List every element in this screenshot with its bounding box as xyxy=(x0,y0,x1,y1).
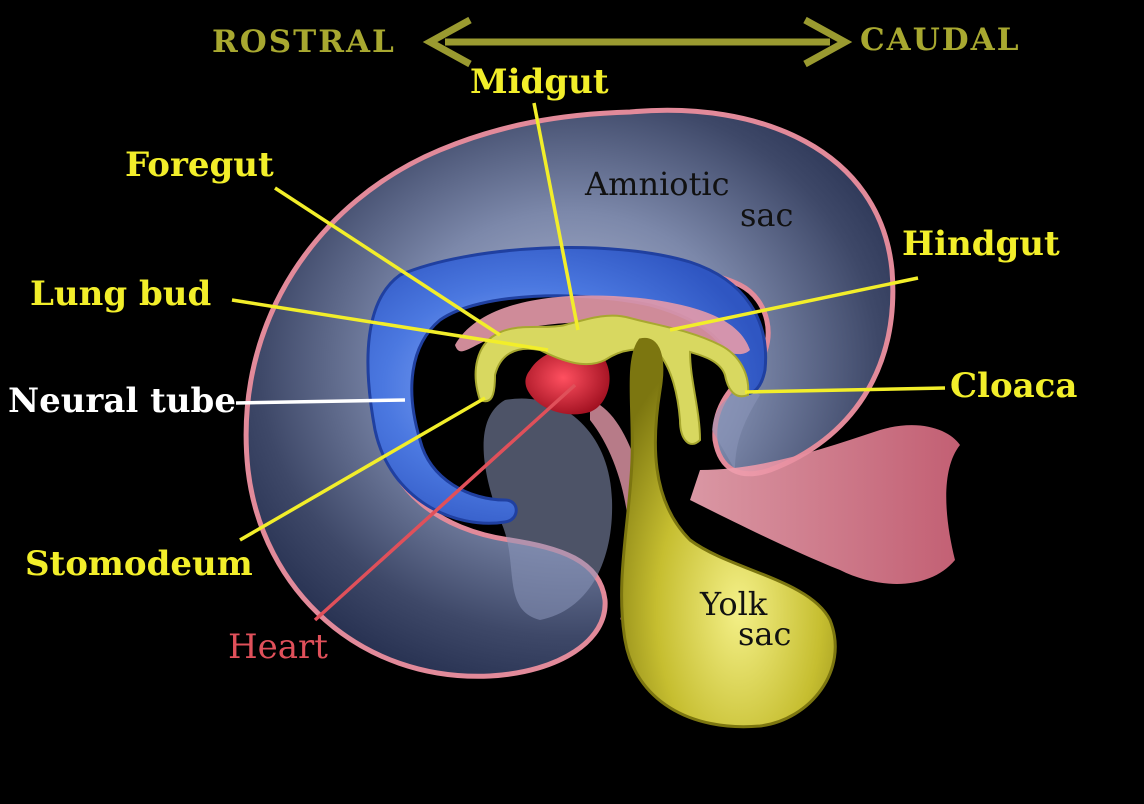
amniotic-sac-label-line1: Amniotic xyxy=(584,165,730,203)
hindgut-leader xyxy=(669,276,919,332)
stomodeum-leader xyxy=(239,396,486,542)
orientation-arrow xyxy=(422,16,853,68)
rostral-label: ROSTRAL xyxy=(212,24,396,60)
foregut-label: Foregut xyxy=(125,145,274,185)
heart-label: Heart xyxy=(228,627,328,667)
midgut-label: Midgut xyxy=(470,62,609,102)
yolk-sac-label-line1: Yolk xyxy=(699,585,768,623)
neural-tube-label: Neural tube xyxy=(8,381,236,421)
amniotic-sac-label-line2: sac xyxy=(740,196,793,234)
heart-leader xyxy=(313,383,577,622)
foregut-leader xyxy=(274,186,501,337)
midgut-leader xyxy=(532,102,580,331)
yolk-sac-label-line2: sac xyxy=(738,615,791,653)
stomodeum-label: Stomodeum xyxy=(25,544,253,584)
yolk-sac xyxy=(620,337,837,729)
hindgut-label: Hindgut xyxy=(902,224,1060,264)
caudal-label: CAUDAL xyxy=(860,22,1021,58)
connecting-stalk xyxy=(690,425,960,584)
pink-tissue xyxy=(455,295,750,355)
lung-bud-leader xyxy=(231,298,549,352)
cloaca-leader xyxy=(744,386,946,394)
lung-bud-label: Lung bud xyxy=(30,274,211,314)
cloaca-label: Cloaca xyxy=(950,366,1077,406)
neural-tube-leader xyxy=(235,398,406,405)
leader-lines xyxy=(231,102,946,622)
